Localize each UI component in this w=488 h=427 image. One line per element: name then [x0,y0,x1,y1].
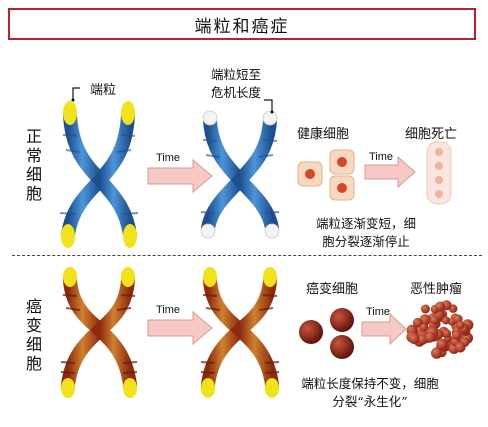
tumor-cell [420,304,430,314]
cancer-cells-label: 癌变细胞 [306,282,359,297]
normal-chromosome-short-telomere [200,110,280,239]
tumor-cell [456,321,465,330]
cancer-time-arrow-2 [361,312,407,346]
cancer-time-arrow-1 [147,310,213,346]
dead-cells [426,141,452,205]
healthy-cells [297,149,355,201]
cancer-caption: 端粒长度保持不变，细胞 分裂“永生化” [301,376,439,409]
cancer-arrow-1-label: Time [156,304,181,316]
short-telomere-label: 端粒短至 危机长度 [210,67,261,100]
telomere-cap [123,224,137,248]
tumor-cell [442,329,452,338]
normal-time-arrow-1 [147,158,213,194]
telomere-label: 端粒 [90,83,117,98]
tumor-cell [412,317,423,328]
telomere-cap [61,224,75,248]
dead-cells-label: 细胞死亡 [405,127,458,142]
cancer-cells [299,308,354,359]
tumor-cell [452,330,462,341]
row-divider [12,255,482,256]
normal-row-label: 正常细胞 [23,128,42,204]
short-telomere-pointer [264,99,273,112]
tumor-cell [436,338,448,350]
telomere-cap [63,101,77,125]
tumor-cell [455,342,466,353]
tumor-mass [406,300,474,359]
normal-caption: 端粒逐渐变短，细 胞分裂逐渐停止 [315,216,416,249]
cancer-row-label: 癌变细胞 [23,298,42,374]
telomere-pointer [72,87,80,100]
tumor-cell [431,347,443,359]
diagram-title: 端粒和癌症 [8,8,476,40]
cancer-chromosome-1 [60,267,138,398]
normal-time-arrow-2 [364,155,416,189]
tumor-cell [408,333,420,344]
normal-arrow-1-label: Time [156,152,181,164]
healthy-cells-label: 健康细胞 [297,127,350,142]
tumor-cell [441,316,450,325]
normal-chromosome-long-telomere [59,101,139,248]
tumor-cell [425,332,436,343]
tumor-label: 恶性肿瘤 [410,282,463,297]
tumor-cell [430,315,439,325]
tumor-cell [416,334,428,345]
cancer-chromosome-2 [200,267,280,398]
tumor-cell [435,301,446,312]
telomere-cap [121,101,135,125]
normal-arrow-2-label: Time [369,151,394,163]
cancer-arrow-2-label: Time [366,306,391,318]
tumor-cell [419,323,428,332]
